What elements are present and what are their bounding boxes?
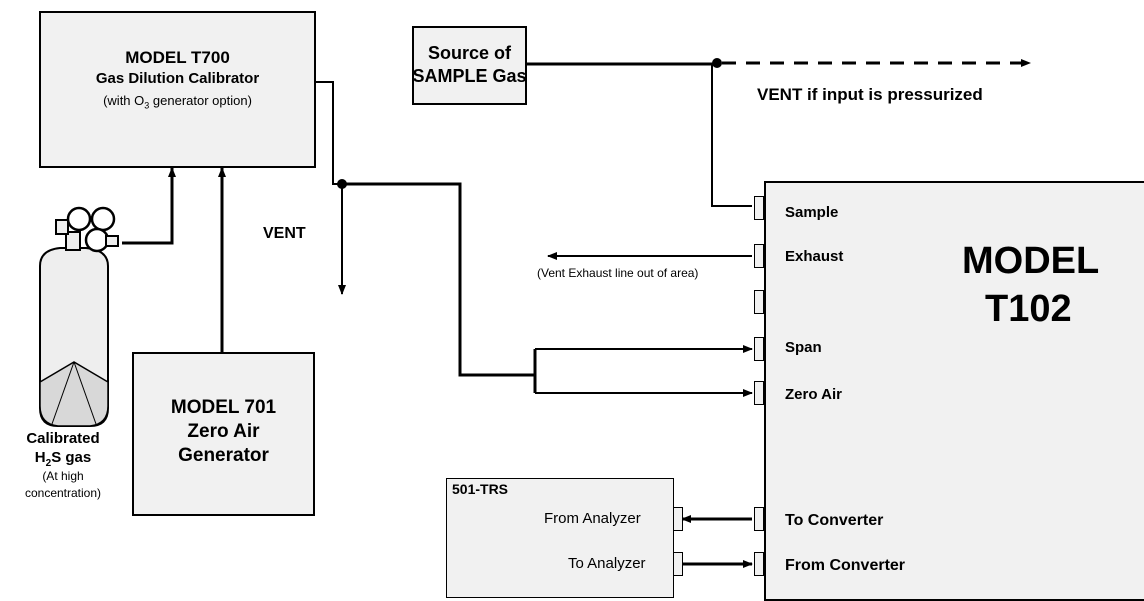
zag-model-label: MODEL 701 <box>170 397 277 418</box>
sample-line-to-t102 <box>711 63 752 207</box>
sample-port-label: Sample <box>785 204 839 221</box>
vent-pressurized-label: VENT if input is pressurized <box>757 85 983 104</box>
cylinder-label-line4: concentration) <box>24 486 102 500</box>
cal-gas-line <box>342 182 535 377</box>
trs-from-analyzer-label: From Analyzer <box>544 510 641 527</box>
from-converter-port <box>754 552 764 576</box>
span-port-label: Span <box>785 339 822 356</box>
span-port <box>754 337 764 361</box>
cylinder-label-line1: Calibrated <box>26 430 100 447</box>
t700-calibrator-box <box>39 11 316 168</box>
trs-title: 501-TRS <box>452 481 509 497</box>
sample-port <box>754 196 764 220</box>
to-converter-port <box>754 507 764 531</box>
sample-tee-junction <box>712 58 722 68</box>
to-converter-port-label: To Converter <box>785 512 884 529</box>
spare-port <box>754 290 764 314</box>
exhaust-port <box>754 244 764 268</box>
trs-to-analyzer-label: To Analyzer <box>568 555 646 572</box>
zero-air-generator-box <box>132 352 315 516</box>
t102-analyzer-box <box>764 181 1144 601</box>
zero-air-port <box>754 381 764 405</box>
t102-title-line1: MODEL <box>962 240 1100 282</box>
from-converter-port-label: From Converter <box>785 557 906 574</box>
sample-source-box <box>412 26 527 105</box>
vent-label: VENT <box>263 225 306 242</box>
sample-source-line1: Source of <box>427 43 511 63</box>
zag-line2: Zero Air <box>187 421 260 442</box>
gas-cylinder-icon <box>39 206 119 427</box>
cylinder-label-line2: H2S gas <box>34 449 92 469</box>
t700-outlet-line <box>316 81 340 185</box>
t700-description: Gas Dilution Calibrator <box>95 70 260 87</box>
t700-option-note: (with O3 generator option) <box>103 93 252 111</box>
cylinder-to-t700-line <box>122 167 176 245</box>
exhaust-port-label: Exhaust <box>785 248 844 265</box>
trs-from-analyzer-port <box>673 507 683 531</box>
t102-title-line2: T102 <box>985 288 1072 330</box>
sample-source-line2: SAMPLE Gas <box>412 66 527 86</box>
zag-line3: Generator <box>178 445 269 466</box>
t700-model-label: MODEL T700 <box>125 48 230 67</box>
trs-converter-box <box>446 478 674 598</box>
cylinder-label-line3: (At high <box>42 469 84 483</box>
trs-to-analyzer-port <box>673 552 683 576</box>
zero-air-port-label: Zero Air <box>785 386 842 403</box>
exhaust-vent-note: (Vent Exhaust line out of area) <box>537 266 699 280</box>
